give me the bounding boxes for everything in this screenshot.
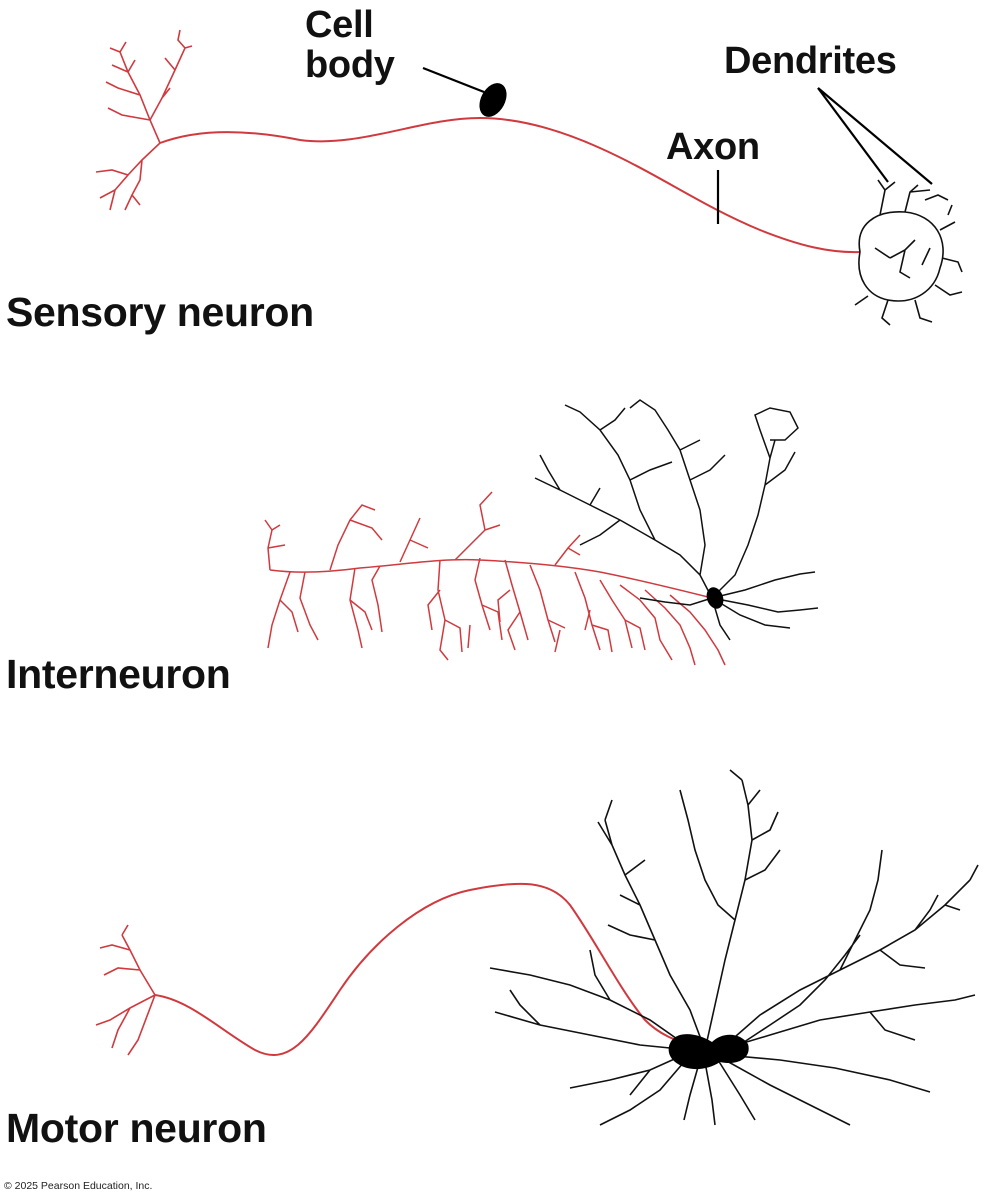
interneuron-axon [264,491,726,666]
cell-body-leader-line [422,66,485,94]
motor-axon [154,882,691,1056]
motor-dendrites [489,769,979,1126]
motor-neuron [95,769,979,1126]
axon-label: Axon [666,126,760,168]
interneuron [264,399,819,666]
sensory-axon [159,116,861,254]
dendrites-leader-line-1 [817,87,889,183]
dendrites-label: Dendrites [724,40,897,82]
motor-terminal-branches [95,924,156,1056]
interneuron-dendrites [534,399,819,641]
cell-body-label-line2: body [305,44,395,86]
copyright-notice: © 2025 Pearson Education, Inc. [4,1180,153,1192]
sensory-neuron [95,29,963,326]
motor-cell-body [668,1034,749,1070]
sensory-peripheral-branches [95,29,193,211]
dendrites-leader-line-2 [817,87,933,185]
interneuron-title: Interneuron [6,651,231,697]
interneuron-cell-body [706,587,724,609]
sensory-dendrites [854,179,963,326]
sensory-cell-body [479,83,507,117]
sensory-neuron-title: Sensory neuron [6,289,314,335]
cell-body-label-line1: Cell [305,4,374,46]
motor-neuron-title: Motor neuron [6,1105,267,1151]
